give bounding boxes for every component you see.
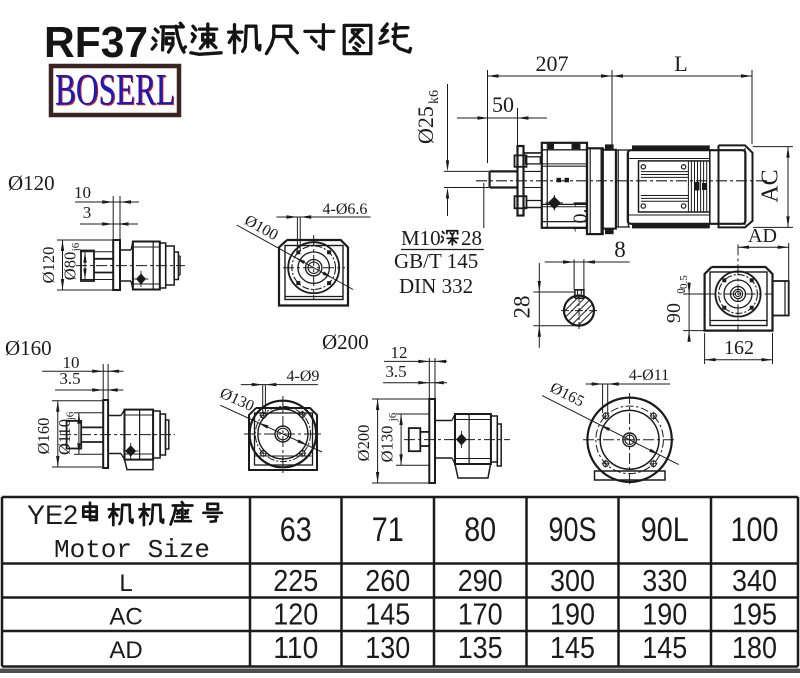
svg-text:j6: j6 bbox=[70, 242, 82, 252]
svg-text:130: 130 bbox=[365, 630, 410, 665]
svg-text:Ø80: Ø80 bbox=[61, 252, 80, 280]
svg-text:AD: AD bbox=[109, 637, 142, 664]
svg-text:90: 90 bbox=[663, 303, 685, 323]
svg-text:k6: k6 bbox=[427, 90, 442, 104]
svg-text:4-Ø11: 4-Ø11 bbox=[629, 367, 669, 384]
svg-text:145: 145 bbox=[365, 597, 410, 632]
svg-text:Ø160: Ø160 bbox=[34, 418, 53, 455]
svg-text:Ø200: Ø200 bbox=[322, 330, 369, 354]
svg-text:50: 50 bbox=[492, 92, 514, 117]
svg-text:225: 225 bbox=[273, 563, 318, 598]
svg-text:145: 145 bbox=[642, 630, 687, 665]
svg-text:290: 290 bbox=[458, 563, 503, 598]
svg-text:Ø120: Ø120 bbox=[8, 171, 55, 195]
svg-text:Ø130: Ø130 bbox=[378, 426, 397, 463]
svg-text:3.5: 3.5 bbox=[59, 369, 80, 388]
svg-text:28: 28 bbox=[461, 226, 482, 250]
svg-text:YE2: YE2 bbox=[27, 500, 78, 530]
svg-text:Ø160: Ø160 bbox=[5, 336, 52, 360]
svg-text:110: 110 bbox=[273, 630, 318, 665]
svg-text:300: 300 bbox=[550, 563, 595, 598]
svg-text:AC: AC bbox=[109, 604, 142, 631]
svg-text:90S: 90S bbox=[549, 511, 597, 549]
svg-text:AC: AC bbox=[758, 169, 784, 202]
svg-text:190: 190 bbox=[550, 597, 595, 632]
svg-text:100: 100 bbox=[731, 511, 779, 549]
svg-text:190: 190 bbox=[642, 597, 687, 632]
svg-text:GB/T 145: GB/T 145 bbox=[394, 249, 478, 273]
svg-text:145: 145 bbox=[550, 630, 595, 665]
svg-text:Ø110: Ø110 bbox=[55, 419, 74, 455]
svg-text:j6: j6 bbox=[65, 411, 77, 421]
svg-text:135: 135 bbox=[458, 630, 503, 665]
svg-text:L: L bbox=[119, 570, 132, 597]
svg-text:Ø120: Ø120 bbox=[39, 247, 58, 284]
svg-text:4-Ø9: 4-Ø9 bbox=[287, 368, 320, 385]
svg-text:4-Ø6.6: 4-Ø6.6 bbox=[323, 201, 368, 218]
svg-text:180: 180 bbox=[732, 630, 777, 665]
svg-text:DIN 332: DIN 332 bbox=[399, 274, 473, 298]
svg-text:-0.5: -0.5 bbox=[678, 275, 690, 293]
svg-text:BOSERL: BOSERL bbox=[55, 65, 175, 114]
svg-text:BOSERL: BOSERL bbox=[56, 66, 176, 115]
svg-text:10: 10 bbox=[74, 183, 91, 202]
svg-text:10.1: 10.1 bbox=[570, 199, 592, 234]
svg-text:AD: AD bbox=[748, 225, 777, 247]
svg-text:0: 0 bbox=[675, 288, 687, 294]
svg-text:Ø25: Ø25 bbox=[413, 106, 438, 144]
svg-text:63: 63 bbox=[280, 511, 312, 549]
svg-text:80: 80 bbox=[464, 511, 496, 549]
svg-text:RF37: RF37 bbox=[44, 18, 148, 67]
svg-text:120: 120 bbox=[273, 597, 318, 632]
svg-text:Ø200: Ø200 bbox=[354, 425, 373, 462]
svg-text:M10: M10 bbox=[401, 226, 441, 250]
svg-text:195: 195 bbox=[732, 597, 777, 632]
svg-text:3.5: 3.5 bbox=[385, 362, 406, 381]
svg-text:j6: j6 bbox=[387, 412, 399, 422]
svg-text:71: 71 bbox=[372, 511, 404, 549]
svg-text:3: 3 bbox=[83, 203, 92, 222]
svg-text:28: 28 bbox=[510, 296, 535, 319]
svg-text:260: 260 bbox=[365, 563, 410, 598]
svg-text:170: 170 bbox=[458, 597, 503, 632]
svg-text:340: 340 bbox=[732, 563, 777, 598]
svg-text:L: L bbox=[674, 51, 687, 76]
svg-text:162: 162 bbox=[724, 337, 754, 359]
svg-text:8: 8 bbox=[614, 237, 626, 262]
svg-text:10: 10 bbox=[63, 353, 80, 372]
svg-text:330: 330 bbox=[642, 563, 687, 598]
svg-text:90L: 90L bbox=[641, 511, 689, 549]
svg-text:12: 12 bbox=[391, 343, 408, 362]
svg-text:Motor Size: Motor Size bbox=[54, 535, 210, 565]
svg-text:207: 207 bbox=[536, 51, 569, 76]
